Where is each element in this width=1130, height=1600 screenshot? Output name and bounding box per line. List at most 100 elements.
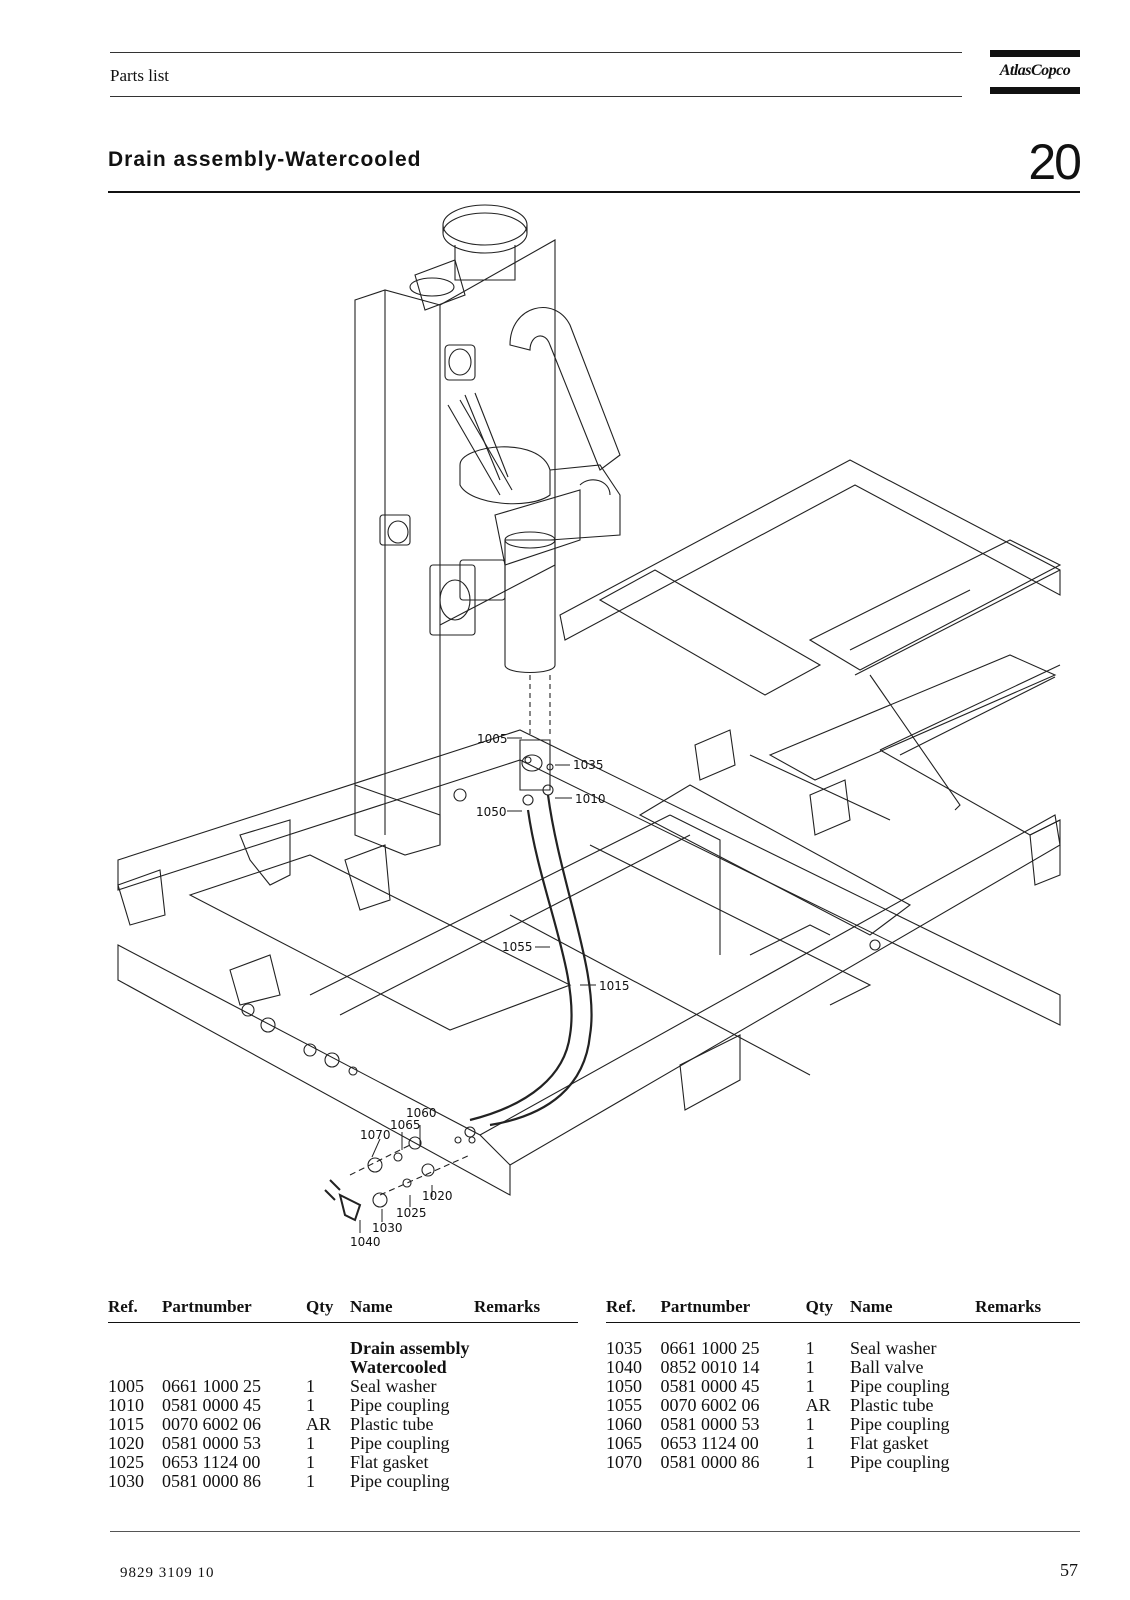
cell-ref: 1015: [108, 1414, 144, 1434]
logo-bar-bottom: [990, 87, 1080, 94]
callout-1005: 1005: [477, 732, 508, 746]
cell-remarks: [474, 1396, 578, 1415]
assembly-drawing-svg: 1005 1035 1010 1050 1055 1015 1060 1065 …: [117, 204, 1062, 1249]
callout-1070: 1070: [360, 1128, 391, 1142]
cell-remarks: [474, 1415, 578, 1434]
col-remarks: Remarks: [474, 1297, 578, 1323]
cell-remarks: [975, 1339, 1080, 1358]
callout-1030: 1030: [372, 1221, 403, 1235]
cell-remarks: [975, 1377, 1080, 1396]
callout-1065: 1065: [390, 1118, 421, 1132]
cell-partnumber: 0661 1000 25: [162, 1376, 261, 1396]
cell-ref: 1030: [108, 1471, 144, 1491]
cell-partnumber: 0070 6002 06: [162, 1414, 261, 1434]
callout-1025: 1025: [396, 1206, 427, 1220]
cell-remarks: [474, 1472, 578, 1491]
table-row: 1025 0653 1124 00 1 Flat gasket: [108, 1453, 578, 1472]
cell-ref: 1070: [606, 1452, 642, 1472]
cell-ref: 1055: [606, 1395, 642, 1415]
title-rule: [108, 191, 1080, 193]
cell-qty: 1: [805, 1338, 815, 1358]
callout-1010: 1010: [575, 792, 606, 806]
table-row: 1015 0070 6002 06 AR Plastic tube: [108, 1415, 578, 1434]
cell-partnumber: 0661 1000 25: [660, 1338, 760, 1358]
cell-partnumber: 0653 1124 00: [162, 1452, 261, 1472]
page-number: 57: [1060, 1560, 1078, 1580]
cell-name: Pipe coupling: [350, 1395, 450, 1415]
cell-ref: 1060: [606, 1414, 642, 1434]
table-row: 1050 0581 0000 45 1 Pipe coupling: [606, 1377, 1080, 1396]
footer-rule: [110, 1531, 1080, 1532]
cell-name: Pipe coupling: [850, 1376, 950, 1396]
cell-ref: 1010: [108, 1395, 144, 1415]
cell-name: Flat gasket: [850, 1433, 929, 1453]
header-bottom-rule: [110, 96, 962, 97]
cell-partnumber: 0653 1124 00: [660, 1433, 759, 1453]
cell-partnumber: 0581 0000 86: [162, 1471, 261, 1491]
cell-partnumber: 0581 0000 45: [162, 1395, 261, 1415]
cell-qty: AR: [306, 1414, 332, 1434]
cell-remarks: [975, 1434, 1080, 1453]
cell-name: Pipe coupling: [850, 1414, 950, 1434]
table-row: 1010 0581 0000 45 1 Pipe coupling: [108, 1396, 578, 1415]
cell-qty: 1: [306, 1452, 315, 1472]
header-top-rule: [110, 52, 962, 53]
table-row: 1070 0581 0000 86 1 Pipe coupling: [606, 1453, 1080, 1472]
cell-partnumber: 0070 6002 06: [660, 1395, 760, 1415]
callout-1050: 1050: [476, 805, 507, 819]
table-header-row: Ref. Partnumber Qty Name Remarks: [606, 1297, 1080, 1323]
callout-1015: 1015: [599, 979, 630, 993]
table-row: 1005 0661 1000 25 1 Seal washer: [108, 1377, 578, 1396]
header-label: Parts list: [110, 66, 170, 85]
cell-remarks: [474, 1453, 578, 1472]
cell-remarks: [975, 1415, 1080, 1434]
col-name: Name: [350, 1297, 474, 1323]
cell-qty: 1: [805, 1376, 815, 1396]
cell-ref: 1020: [108, 1433, 144, 1453]
cell-partnumber: 0581 0000 86: [660, 1452, 760, 1472]
col-ref: Ref.: [108, 1297, 162, 1323]
cell-name: Seal washer: [350, 1376, 437, 1396]
col-ref: Ref.: [606, 1297, 661, 1323]
cell-partnumber: 0581 0000 45: [660, 1376, 760, 1396]
cell-name: Ball valve: [850, 1357, 924, 1377]
cell-qty: 1: [306, 1433, 315, 1453]
table-row: 1020 0581 0000 53 1 Pipe coupling: [108, 1434, 578, 1453]
assembly-heading-line-2: Watercooled: [350, 1357, 447, 1377]
cell-ref: 1035: [606, 1338, 642, 1358]
table-row: 1035 0661 1000 25 1 Seal washer: [606, 1339, 1080, 1358]
cell-name: Pipe coupling: [850, 1452, 950, 1472]
assembly-heading-line-1: Drain assembly: [350, 1338, 470, 1358]
cell-name: Pipe coupling: [350, 1433, 450, 1453]
callout-1060: 1060: [406, 1106, 437, 1120]
cell-name: Seal washer: [850, 1338, 937, 1358]
table-header-row: Ref. Partnumber Qty Name Remarks: [108, 1297, 578, 1323]
cell-name: Pipe coupling: [350, 1471, 450, 1491]
table-row: 1040 0852 0010 14 1 Ball valve: [606, 1358, 1080, 1377]
callout-1035: 1035: [573, 758, 604, 772]
table-row-heading: Watercooled: [108, 1358, 578, 1377]
cell-qty: 1: [306, 1395, 315, 1415]
table-row-heading: Drain assembly: [108, 1339, 578, 1358]
assembly-drawing: 1005 1035 1010 1050 1055 1015 1060 1065 …: [110, 195, 1080, 1285]
col-partnumber: Partnumber: [660, 1297, 806, 1323]
col-qty: Qty: [805, 1297, 851, 1323]
document-number: 9829 3109 10: [120, 1565, 215, 1581]
col-remarks: Remarks: [975, 1297, 1080, 1323]
cell-ref: 1065: [606, 1433, 642, 1453]
col-name: Name: [850, 1297, 976, 1323]
cell-partnumber: 0852 0010 14: [660, 1357, 760, 1377]
cell-partnumber: 0581 0000 53: [162, 1433, 261, 1453]
parts-table-left: Ref. Partnumber Qty Name Remarks Drain a…: [108, 1297, 578, 1491]
col-partnumber: Partnumber: [162, 1297, 306, 1323]
cell-ref: 1050: [606, 1376, 642, 1396]
table-row: 1055 0070 6002 06 AR Plastic tube: [606, 1396, 1080, 1415]
section-number: 20: [1028, 134, 1082, 190]
cell-remarks: [474, 1377, 578, 1396]
callout-1020: 1020: [422, 1189, 453, 1203]
col-qty: Qty: [306, 1297, 350, 1323]
cell-qty: AR: [805, 1395, 831, 1415]
callout-1055: 1055: [502, 940, 533, 954]
cell-ref: 1005: [108, 1376, 144, 1396]
cell-name: Plastic tube: [350, 1414, 434, 1434]
